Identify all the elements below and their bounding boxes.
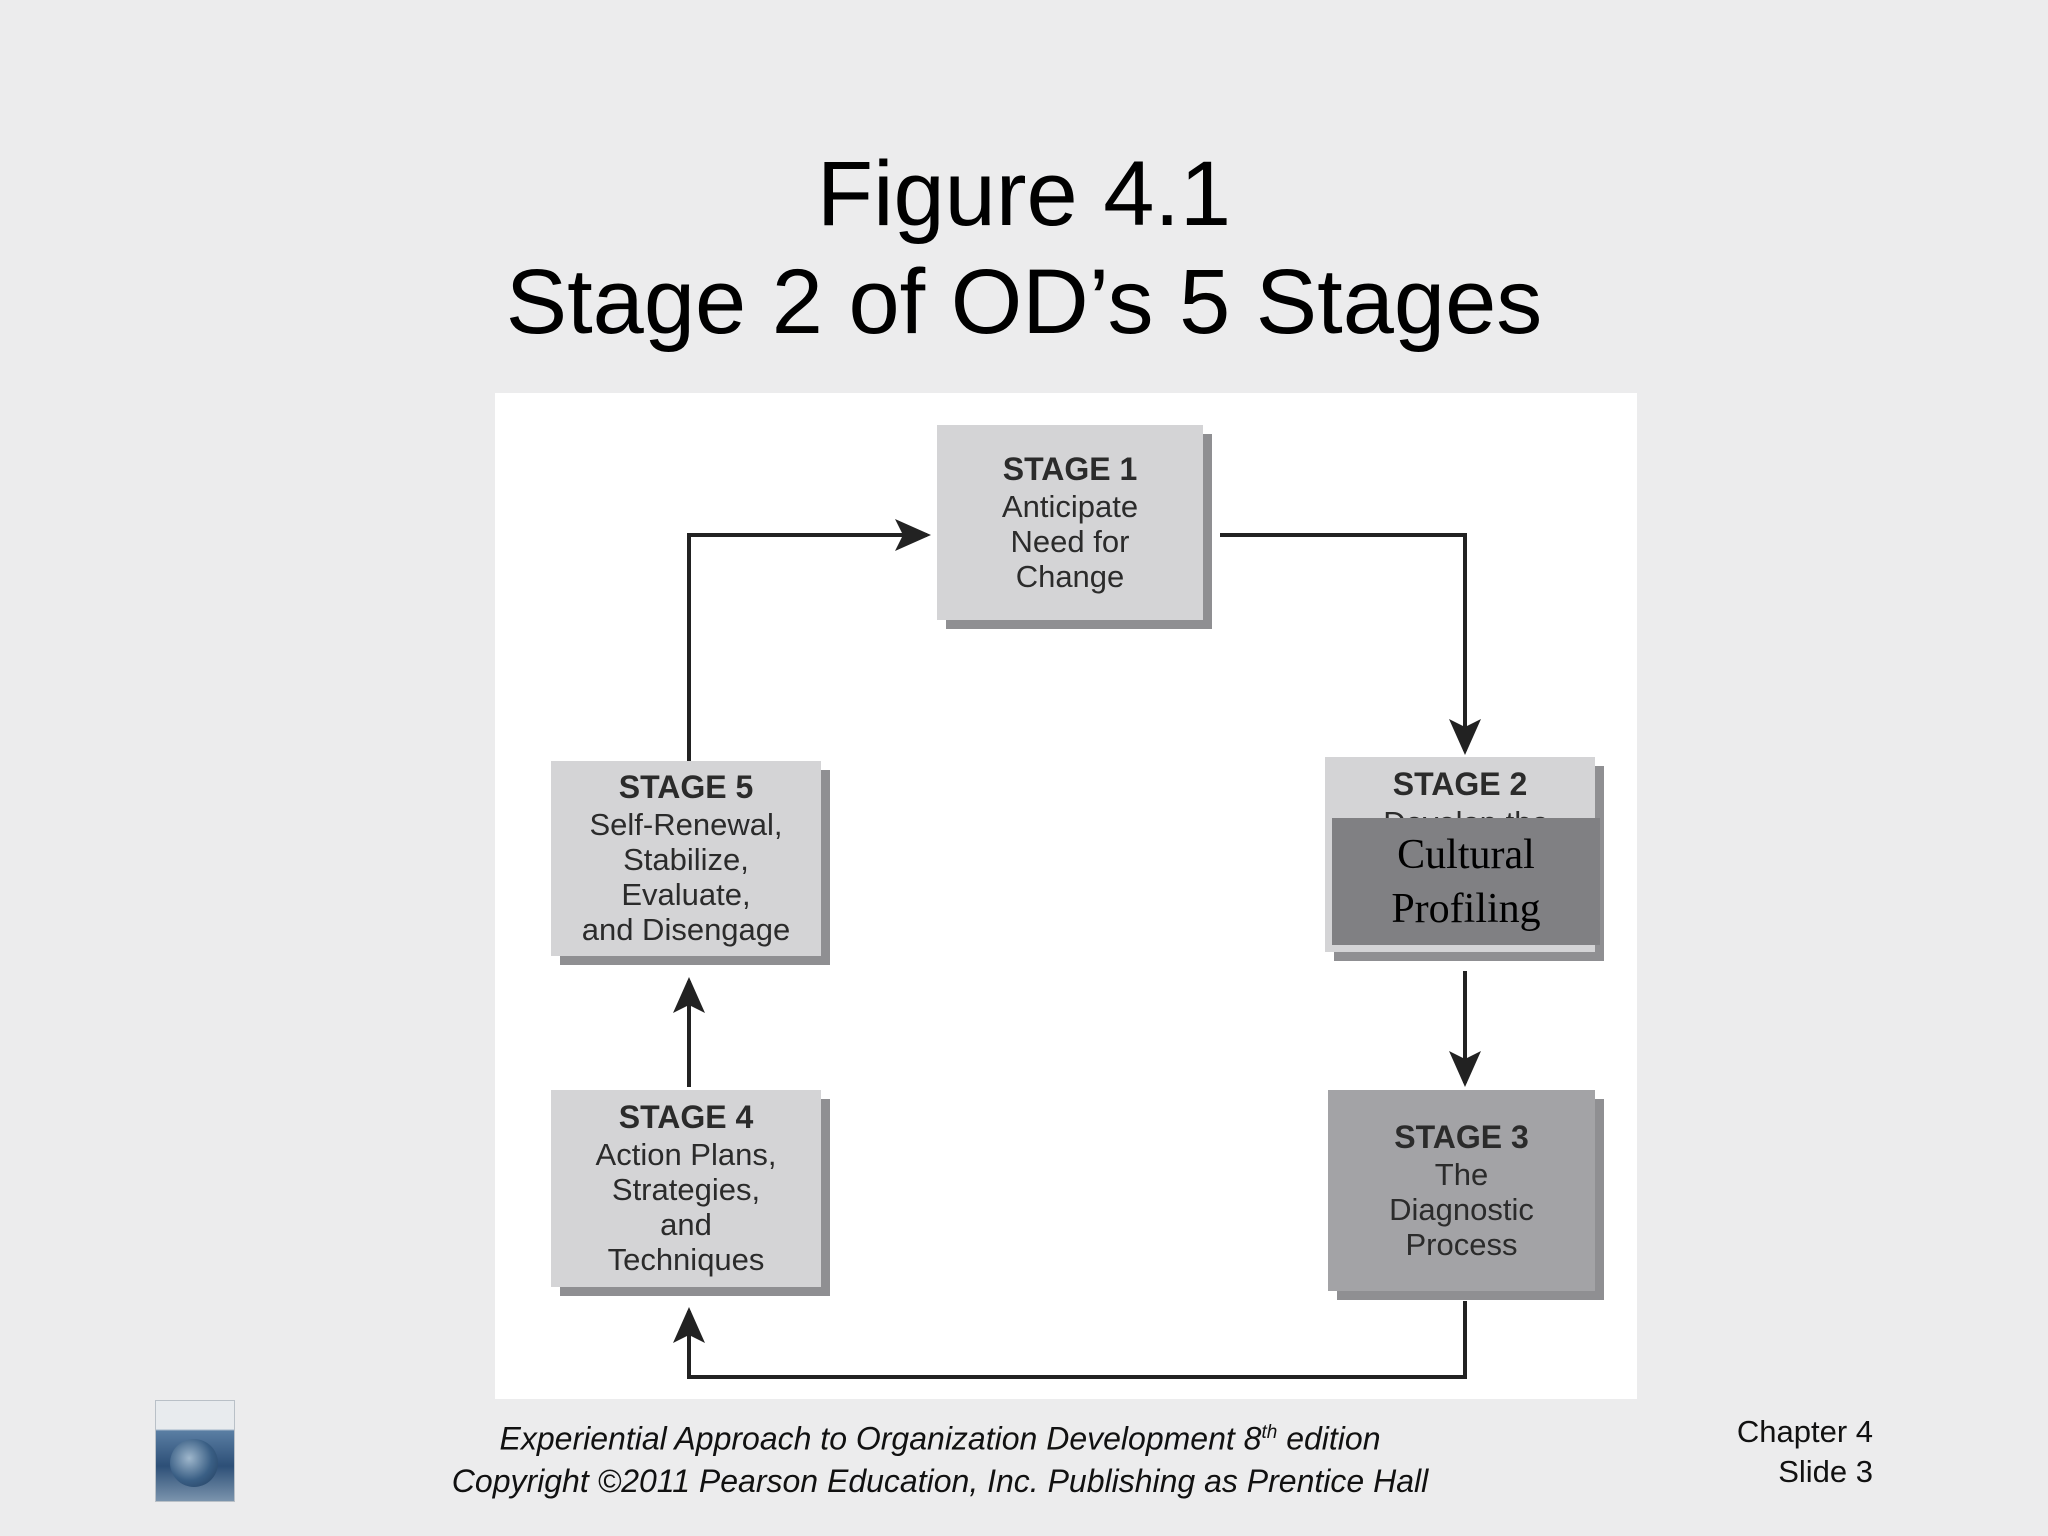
stage-5-box: STAGE 5 Self-Renewal, Stabilize, Evaluat… — [551, 761, 821, 956]
stage-3-box: STAGE 3 The Diagnostic Process — [1328, 1090, 1595, 1291]
stage-5-heading: STAGE 5 — [618, 769, 754, 805]
title-line-2: Stage 2 of OD’s 5 Stages — [505, 251, 1543, 353]
slide-footer: Experiential Approach to Organization De… — [360, 1412, 1520, 1502]
stage-2-description-partial: Develop the — [1335, 805, 1597, 819]
chapter-number: Chapter 4 — [1736, 1414, 1873, 1449]
footer-superscript: th — [1261, 1422, 1278, 1443]
flow-arrows — [673, 519, 1481, 1379]
stage-5-description: Self-Renewal, Stabilize, Evaluate, and D… — [581, 807, 791, 947]
cultural-profiling-overlay: Cultural Profiling — [1332, 818, 1600, 945]
book-cover-icon — [155, 1400, 235, 1502]
stage-2-description: Develop the — [1335, 805, 1597, 819]
stage-3-description: The Diagnostic Process — [1389, 1156, 1534, 1262]
arrow-stage5-to-stage1 — [687, 519, 931, 761]
stage-3-heading: STAGE 3 — [1394, 1118, 1529, 1155]
chapter-slide-label: Chapter 4 Slide 3 — [1737, 1412, 1873, 1492]
book-cover-art — [170, 1439, 218, 1487]
stage-4-heading: STAGE 4 — [618, 1099, 754, 1135]
slide-title: Figure 4.1 Stage 2 of OD’s 5 Stages — [0, 140, 2048, 356]
slide-number: Slide 3 — [1778, 1454, 1873, 1489]
title-line-1: Figure 4.1 — [816, 143, 1232, 245]
od-stages-diagram: STAGE 1 Anticipate Need for Change STAGE… — [495, 393, 1637, 1399]
footer-edition: edition — [1277, 1420, 1381, 1457]
arrow-stage3-to-stage4 — [673, 1301, 1467, 1379]
stage-2-heading: STAGE 2 — [1392, 766, 1528, 802]
footer-book-title: Experiential Approach to Organization De… — [499, 1420, 1262, 1457]
stage-4-description: Action Plans, Strategies, and Techniques — [595, 1137, 777, 1277]
stage-1-heading: STAGE 1 — [1002, 450, 1138, 487]
footer-line-2: Copyright ©2011 Pearson Education, Inc. … — [451, 1462, 1429, 1499]
stage-1-description: Anticipate Need for Change — [1001, 488, 1139, 594]
arrow-stage1-to-stage2 — [1220, 533, 1481, 755]
footer-line-1: Experiential Approach to Organization De… — [360, 1412, 1520, 1460]
stage-4-box: STAGE 4 Action Plans, Strategies, and Te… — [551, 1090, 821, 1287]
stage-1-box: STAGE 1 Anticipate Need for Change — [937, 425, 1203, 620]
